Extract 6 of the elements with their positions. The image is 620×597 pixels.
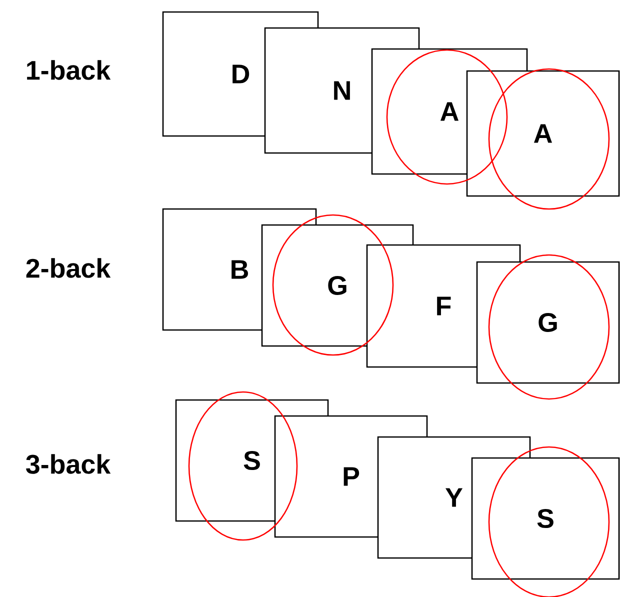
row-label: 2-back xyxy=(26,258,111,278)
letter-card: A xyxy=(466,70,620,197)
letter-card: S xyxy=(471,457,620,580)
row-label: 1-back xyxy=(27,60,111,80)
letter-card: G xyxy=(476,261,620,384)
row-label: 3-back xyxy=(26,454,111,474)
